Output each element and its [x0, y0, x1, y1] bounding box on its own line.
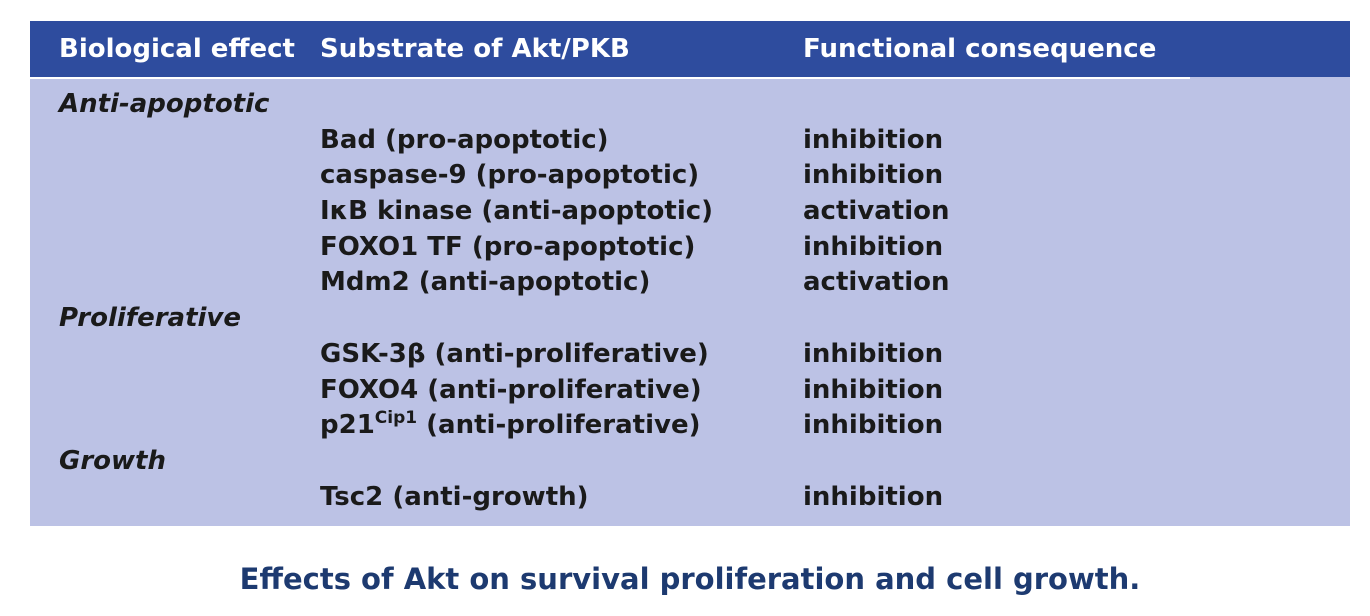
consequence-cell: inhibition: [803, 124, 944, 155]
table-header: Biological effect Substrate of Akt/PKB F…: [30, 21, 1350, 77]
substrate-cell: caspase-9 (pro-apoptotic): [320, 160, 700, 191]
substrate-cell: FOXO4 (anti-proliferative): [320, 374, 702, 405]
consequence-cell: activation: [803, 267, 950, 298]
header-functional-consequence: Functional consequence: [803, 34, 1157, 64]
table-row: p21Cip1 (anti-proliferative) inhibition: [30, 408, 1350, 444]
table-row: GSK-3β (anti-proliferative) inhibition: [30, 337, 1350, 373]
group-label-growth: Growth: [59, 445, 166, 476]
substrate-cell: Mdm2 (anti-apoptotic): [320, 267, 651, 298]
table-row: FOXO1 TF (pro-apoptotic) inhibition: [30, 230, 1350, 266]
header-divider: [30, 77, 1190, 79]
table-row: Mdm2 (anti-apoptotic) activation: [30, 265, 1350, 301]
figure-caption: Effects of Akt on survival proliferation…: [239, 562, 1141, 596]
table-row: Tsc2 (anti-growth) inhibition: [30, 480, 1350, 516]
consequence-cell: activation: [803, 196, 950, 227]
substrate-cell: Bad (pro-apoptotic): [320, 124, 609, 155]
consequence-cell: inhibition: [803, 160, 944, 191]
substrate-cell: Tsc2 (anti-growth): [320, 481, 589, 512]
substrate-cell: GSK-3β (anti-proliferative): [320, 338, 709, 369]
consequence-cell: inhibition: [803, 338, 944, 369]
substrate-rest-text: (anti-proliferative): [417, 410, 701, 441]
table-body: Anti-apoptotic Bad (pro-apoptotic) inhib…: [30, 87, 1350, 515]
header-substrate: Substrate of Akt/PKB: [320, 34, 630, 64]
table-row: caspase-9 (pro-apoptotic) inhibition: [30, 158, 1350, 194]
group-row: Proliferative: [30, 301, 1350, 337]
table-row: IκB kinase (anti-apoptotic) activation: [30, 194, 1350, 230]
group-row: Anti-apoptotic: [30, 87, 1350, 123]
substrate-cell: IκB kinase (anti-apoptotic): [320, 196, 714, 227]
table-row: FOXO4 (anti-proliferative) inhibition: [30, 373, 1350, 409]
group-label-proliferative: Proliferative: [59, 303, 241, 334]
consequence-cell: inhibition: [803, 481, 944, 512]
substrate-superscript: Cip1: [374, 408, 418, 429]
substrate-cell: p21Cip1 (anti-proliferative): [320, 408, 700, 444]
consequence-cell: inhibition: [803, 231, 944, 262]
consequence-cell: inhibition: [803, 410, 944, 441]
substrate-base-text: p21: [320, 410, 375, 441]
group-row: Growth: [30, 444, 1350, 480]
substrate-cell: FOXO1 TF (pro-apoptotic): [320, 231, 696, 262]
akt-effects-table: Biological effect Substrate of Akt/PKB F…: [30, 21, 1350, 526]
table-row: Bad (pro-apoptotic) inhibition: [30, 123, 1350, 159]
header-biological-effect: Biological effect: [59, 34, 295, 64]
consequence-cell: inhibition: [803, 374, 944, 405]
group-label-anti-apoptotic: Anti-apoptotic: [59, 89, 270, 119]
